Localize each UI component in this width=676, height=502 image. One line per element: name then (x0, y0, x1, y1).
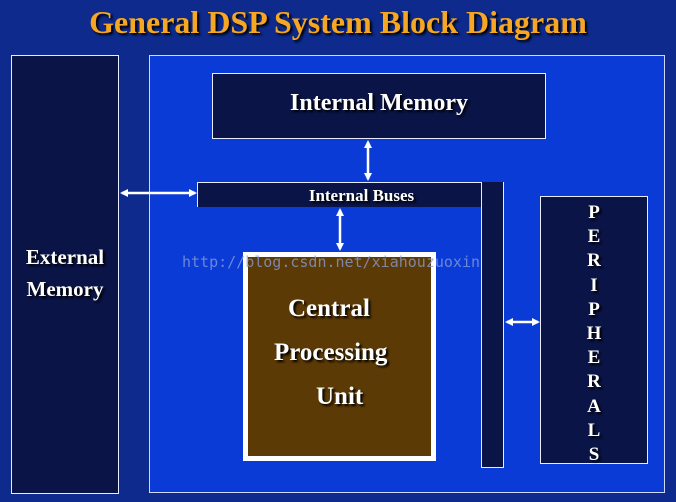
diagram-title: General DSP System Block Diagram (89, 4, 587, 40)
peripherals-label: P E R I P H E R A L S (586, 202, 602, 466)
internal-buses-vertical (481, 182, 504, 468)
external-memory-block: External Memory (11, 55, 119, 494)
internal-buses-horizontal: Internal Buses (197, 182, 504, 207)
cpu-line1: Central (288, 295, 370, 322)
internal-buses-joint (482, 183, 503, 207)
watermark: http://blog.csdn.net/xiahouzuoxin (182, 253, 481, 271)
cpu-line3: Unit (316, 383, 364, 410)
internal-memory-label: Internal Memory (290, 90, 468, 116)
peripherals-block: P E R I P H E R A L S (540, 196, 648, 466)
cpu-block: Central Processing Unit (248, 257, 431, 456)
internal-memory-block: Internal Memory (212, 73, 546, 139)
external-memory-line2: Memory (26, 277, 104, 301)
external-memory-line1: External (25, 245, 105, 269)
external-memory-label: External Memory (12, 241, 118, 305)
cpu-line2: Processing (274, 339, 388, 366)
internal-buses-label: Internal Buses (308, 186, 415, 205)
